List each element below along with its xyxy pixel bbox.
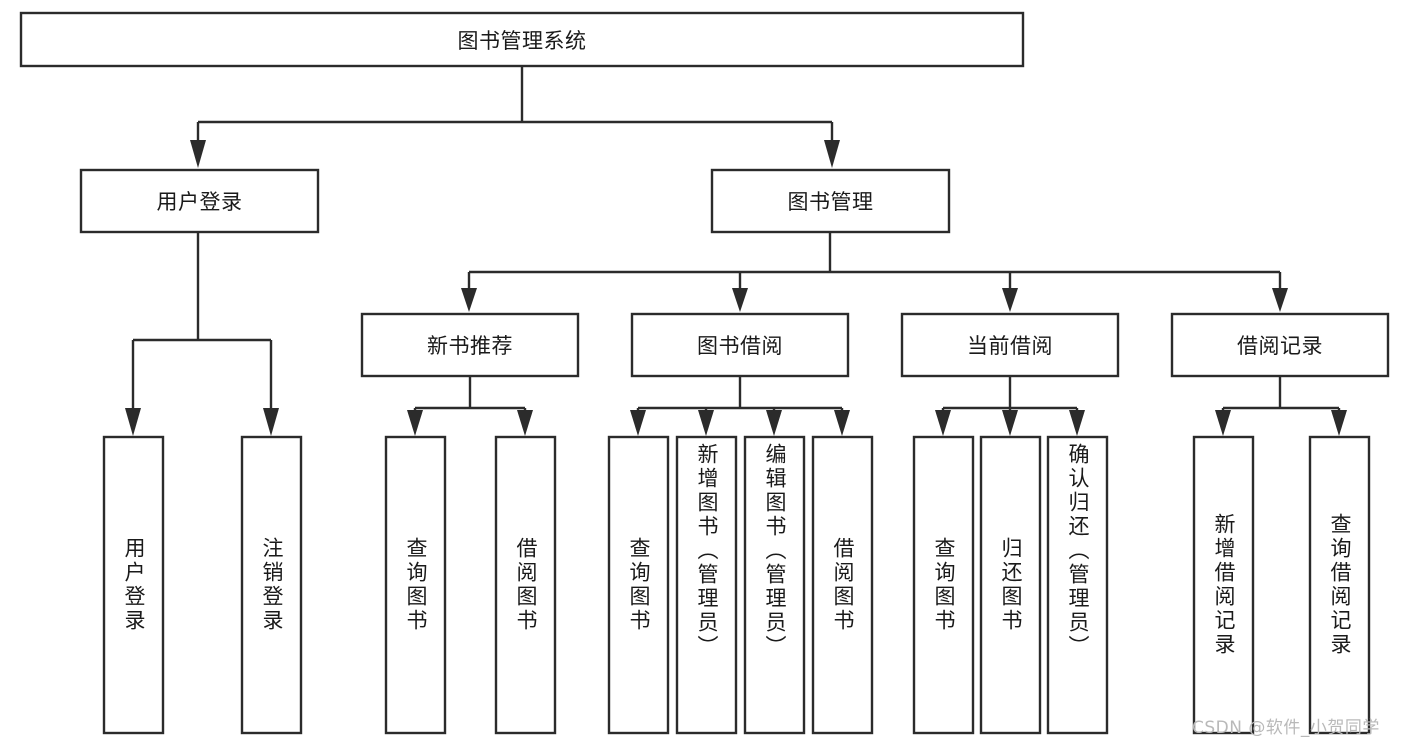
node-box-leaf-borrow-book-2[interactable] <box>811 435 874 735</box>
arrowhead-icon <box>766 410 782 436</box>
arrowhead-icon <box>125 408 141 436</box>
node-box-book-borrow[interactable] <box>630 312 850 378</box>
node-box-leaf-return-book[interactable] <box>979 435 1042 735</box>
watermark-text: CSDN @软件_小贺同学 <box>1192 718 1380 738</box>
node-box-leaf-query-record[interactable] <box>1308 435 1371 735</box>
connector-current-borrow-to-leaves <box>935 376 1085 436</box>
arrowhead-icon <box>1272 288 1288 312</box>
node-box-root[interactable] <box>19 11 1025 68</box>
arrowhead-icon <box>190 140 206 168</box>
connector-user-login-to-leaves <box>125 232 279 436</box>
arrowhead-icon <box>1069 410 1085 436</box>
arrowhead-icon <box>732 288 748 312</box>
arrowhead-icon <box>935 410 951 436</box>
arrowhead-icon <box>263 408 279 436</box>
arrowhead-icon <box>1331 410 1347 436</box>
connector-book-borrow-to-leaves <box>630 376 850 436</box>
arrowhead-icon <box>698 410 714 436</box>
arrowhead-icon <box>630 410 646 436</box>
arrowhead-icon <box>407 410 423 436</box>
node-box-user-login[interactable] <box>79 168 320 234</box>
node-box-new-book-rec[interactable] <box>360 312 580 378</box>
connector-borrow-record-to-leaves <box>1215 376 1347 436</box>
node-box-leaf-query-book-1[interactable] <box>384 435 447 735</box>
arrowhead-icon <box>517 410 533 436</box>
arrowhead-icon <box>1002 410 1018 436</box>
node-box-leaf-logout[interactable] <box>240 435 303 735</box>
connector-root-to-level2 <box>190 66 840 168</box>
node-box-leaf-borrow-book-1[interactable] <box>494 435 557 735</box>
arrowhead-icon <box>461 288 477 312</box>
node-box-book-manage[interactable] <box>710 168 951 234</box>
arrowhead-icon <box>824 140 840 168</box>
node-box-leaf-user-login[interactable] <box>102 435 165 735</box>
node-box-current-borrow[interactable] <box>900 312 1120 378</box>
node-box-leaf-add-book[interactable] <box>675 435 738 735</box>
arrowhead-icon <box>1215 410 1231 436</box>
connector-new-book-rec-to-leaves <box>407 376 533 436</box>
node-box-leaf-add-record[interactable] <box>1192 435 1255 735</box>
arrowhead-icon <box>1002 288 1018 312</box>
node-box-leaf-query-book-3[interactable] <box>912 435 975 735</box>
node-box-borrow-record[interactable] <box>1170 312 1390 378</box>
connector-book-manage-to-level3 <box>461 232 1288 312</box>
node-box-leaf-query-book-2[interactable] <box>607 435 670 735</box>
node-box-leaf-confirm-return[interactable] <box>1046 435 1109 735</box>
arrowhead-icon <box>834 410 850 436</box>
node-box-leaf-edit-book[interactable] <box>743 435 806 735</box>
